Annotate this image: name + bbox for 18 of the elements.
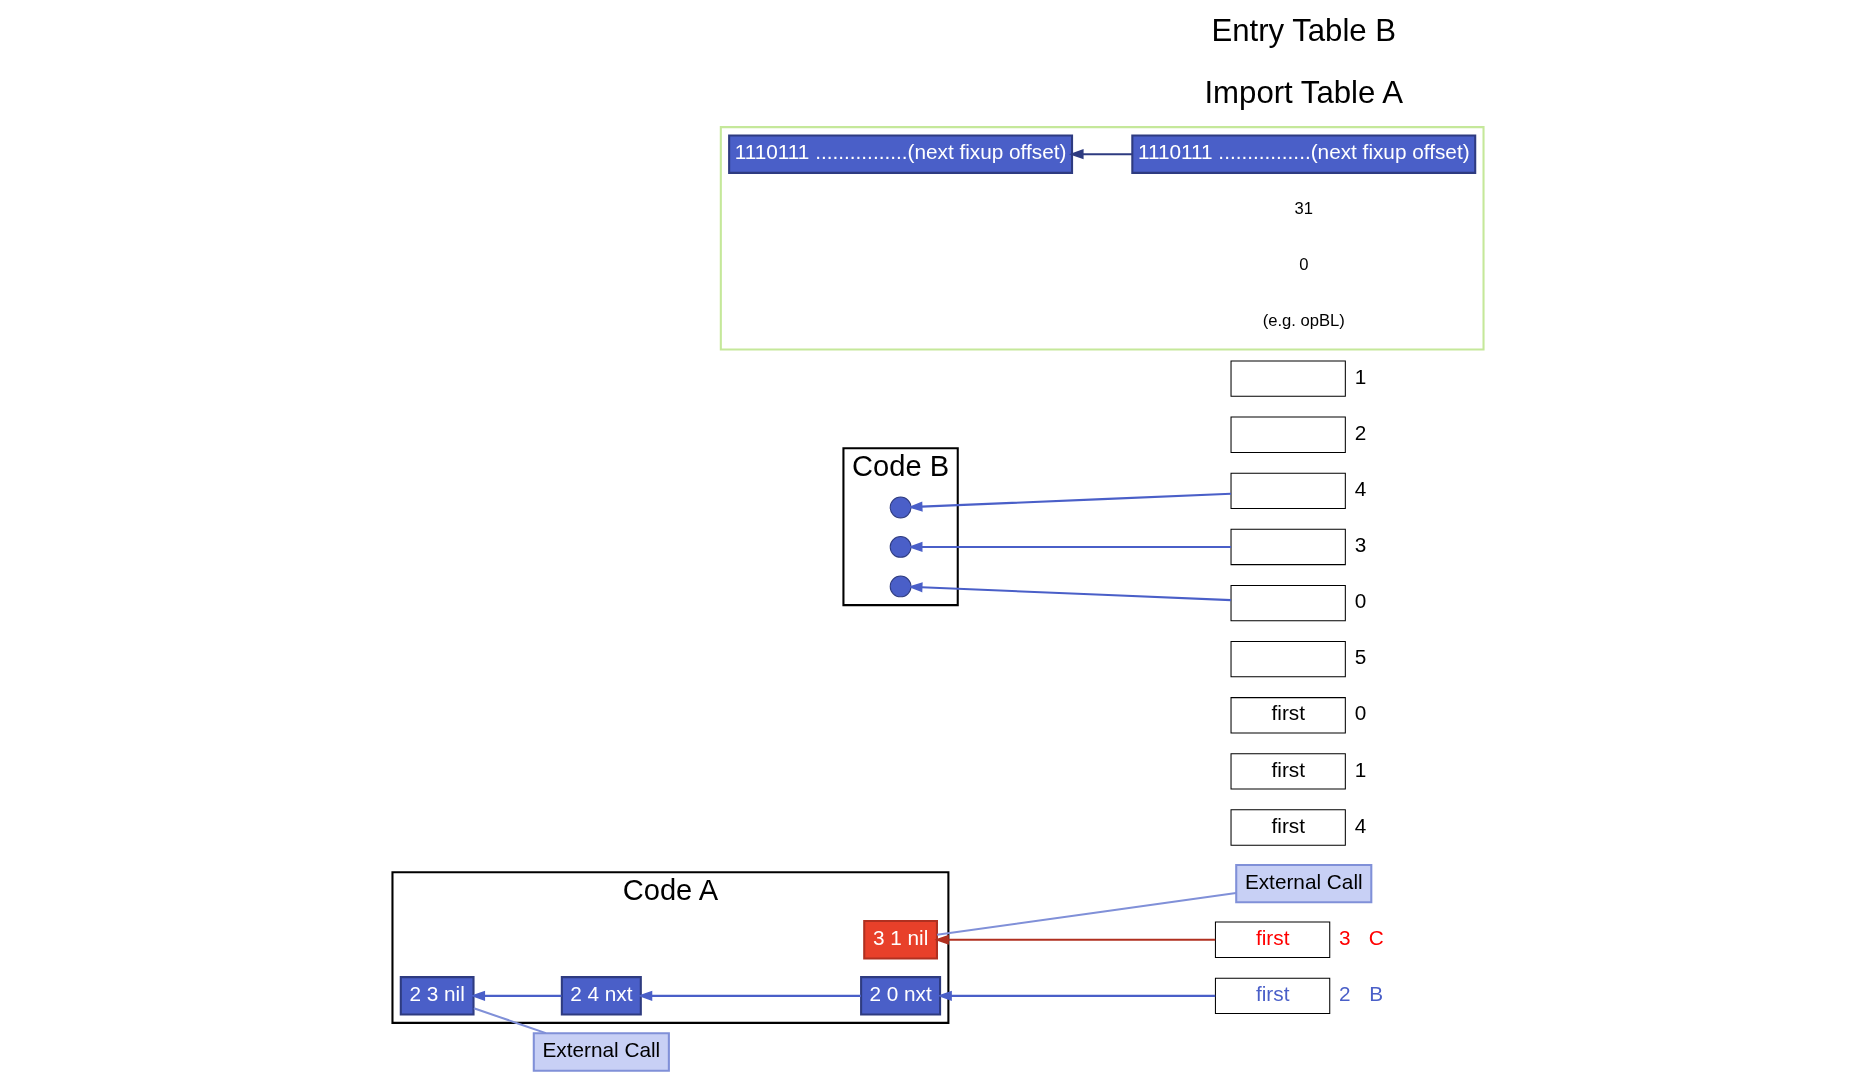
node-label: 4 bbox=[1354, 813, 1366, 837]
node-label: 4 bbox=[1354, 477, 1366, 501]
node-label: C bbox=[1368, 925, 1384, 949]
node-label: 5 bbox=[1354, 645, 1366, 669]
label: 31 bbox=[1294, 199, 1313, 219]
node-label: 3 bbox=[1338, 925, 1351, 949]
node-label: 1 bbox=[1354, 757, 1366, 781]
node-label: 2 bbox=[1338, 982, 1351, 1006]
node-label: 1 bbox=[1354, 364, 1366, 388]
label: 0 bbox=[1298, 255, 1308, 275]
node-label: B bbox=[1368, 982, 1383, 1006]
label: Import Table A bbox=[1203, 74, 1403, 110]
node-label: 0 bbox=[1354, 701, 1366, 725]
node-label: 0 bbox=[1354, 589, 1366, 613]
label: (e.g. opBL) bbox=[1262, 311, 1345, 331]
node-label: 2 bbox=[1354, 420, 1366, 444]
label: Entry Table B bbox=[1210, 13, 1396, 49]
node-label: 3 bbox=[1354, 533, 1366, 557]
